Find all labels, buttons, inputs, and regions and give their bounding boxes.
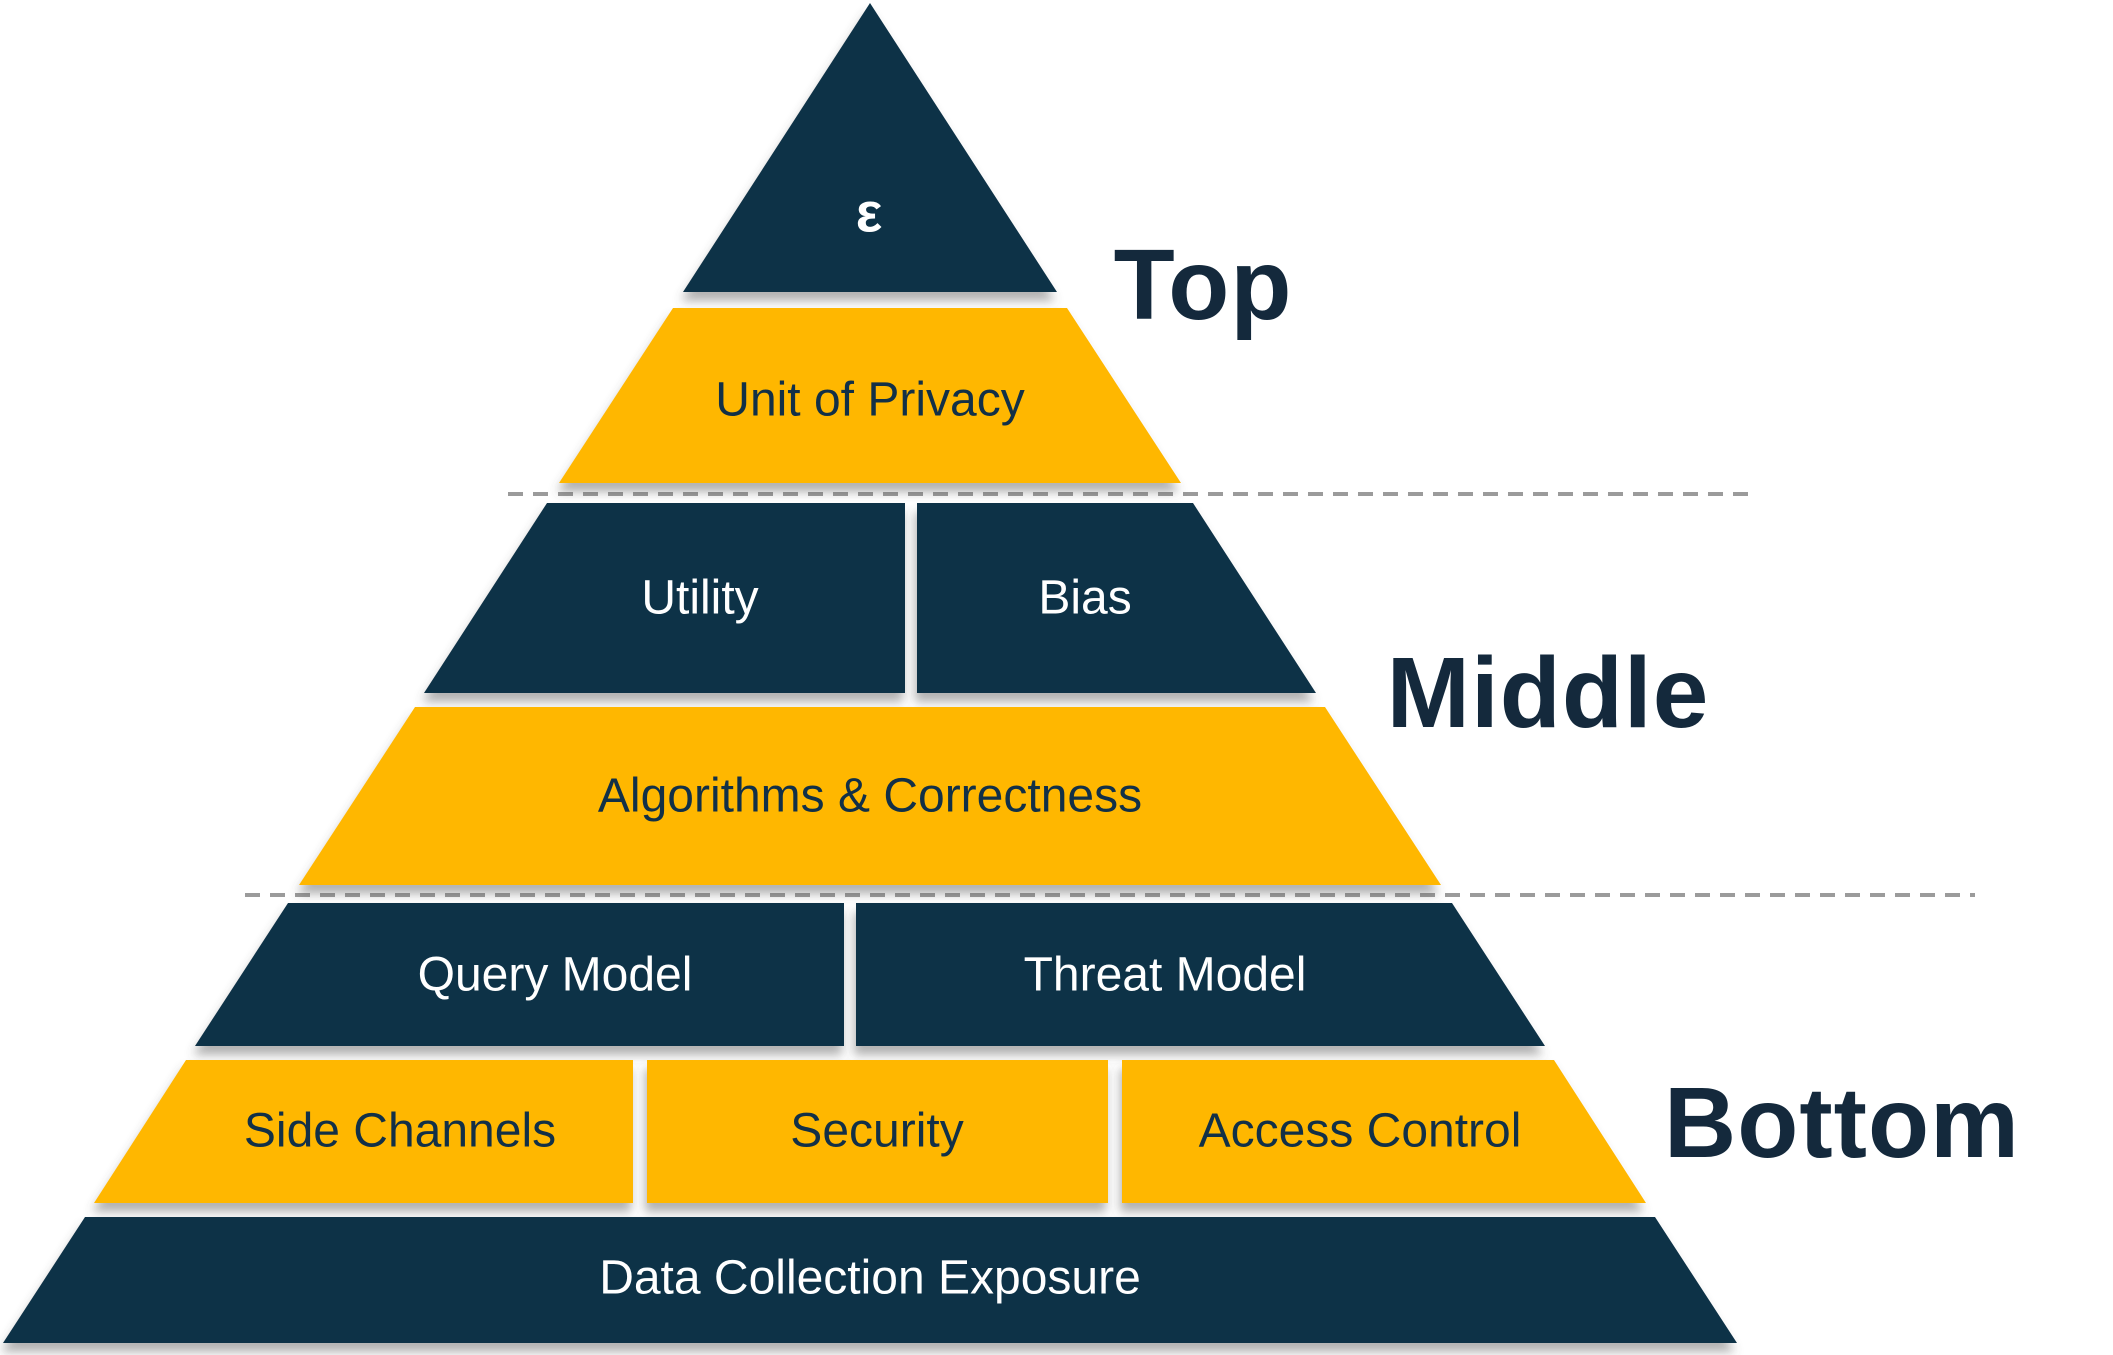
top-section-label: Top	[1114, 229, 1293, 341]
algorithms-correctness-level-shape	[299, 707, 1441, 885]
algorithms-correctness-label: Algorithms & Correctness	[598, 770, 1142, 823]
utility-label: Utility	[641, 572, 758, 625]
unit-of-privacy-label: Unit of Privacy	[715, 374, 1024, 427]
epsilon-level-shape	[683, 3, 1057, 292]
bias-label: Bias	[1038, 572, 1131, 625]
unit-of-privacy-level-shape	[559, 308, 1181, 483]
query-model-level-shape	[195, 903, 844, 1046]
data-collection-exposure-level-shape	[3, 1217, 1737, 1343]
side-channels-label: Side Channels	[244, 1105, 556, 1158]
middle-section-label: Middle	[1387, 637, 1710, 749]
query-model-label: Query Model	[418, 949, 693, 1002]
access-control-label: Access Control	[1199, 1105, 1522, 1158]
data-collection-exposure-label: Data Collection Exposure	[599, 1252, 1141, 1305]
security-level-shape	[647, 1060, 1108, 1203]
security-label: Security	[790, 1105, 963, 1158]
epsilon-label: ε	[856, 181, 883, 244]
threat-model-level-shape	[856, 903, 1545, 1046]
threat-model-label: Threat Model	[1024, 949, 1307, 1002]
bias-level-shape	[917, 503, 1316, 693]
side-channels-level-shape	[94, 1060, 633, 1203]
access-control-level-shape	[1122, 1060, 1646, 1203]
bottom-section-label: Bottom	[1664, 1067, 2020, 1179]
utility-level-shape	[424, 503, 905, 693]
